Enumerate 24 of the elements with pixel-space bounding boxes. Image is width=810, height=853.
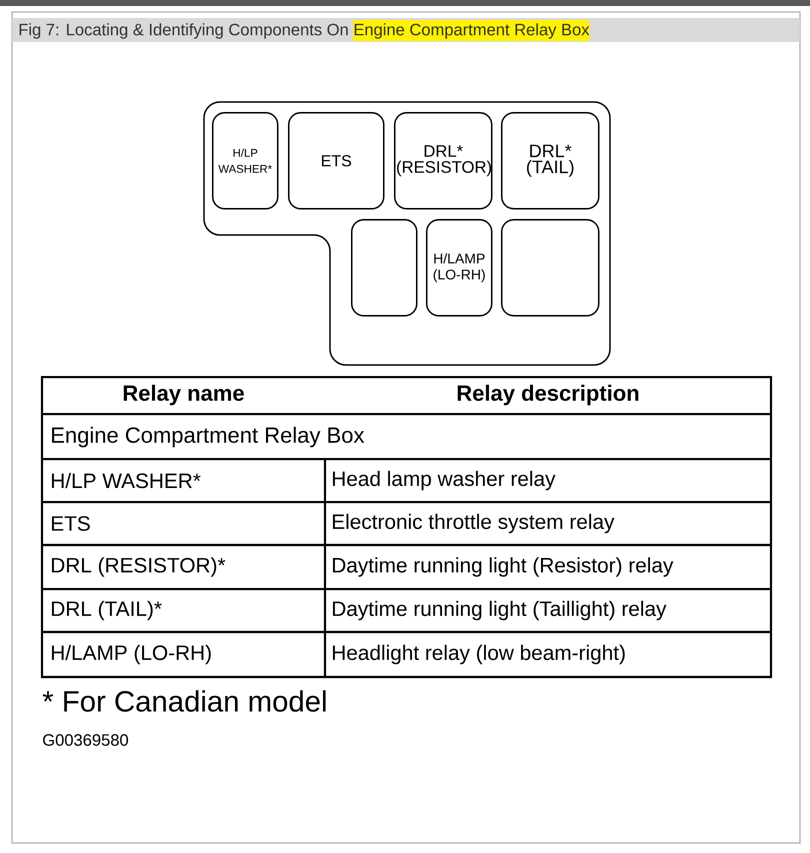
- footnote: * For Canadian model: [42, 690, 326, 712]
- table-cell: H/LP WASHER*: [52, 472, 201, 488]
- table-cell: Daytime running light (Resistor) relay: [332, 557, 674, 577]
- relay-box: ETS: [288, 112, 384, 210]
- section-heading: Engine Compartment Relay Box: [52, 426, 364, 448]
- title: Fig 7: Locating & Identifying Components On Engine Compartment Relay Box: [12, 18, 800, 42]
- table-cell: Daytime running light (Taillight) relay: [332, 600, 666, 620]
- empty-relay-slot: [501, 219, 600, 316]
- table-cell: Headlight relay (low beam-right): [332, 644, 625, 664]
- relay-box: H/LP WASHER*: [212, 112, 278, 210]
- table-cell: DRL (TAIL)*: [52, 600, 162, 620]
- relay-box: H/LAMP (LO-RH): [426, 219, 492, 316]
- relay-box-outline: [203, 101, 611, 366]
- table-cell: Head lamp washer relay: [332, 470, 556, 490]
- relay-box: DRL* (RESISTOR): [394, 112, 492, 210]
- table-header: Relay name: [124, 384, 244, 406]
- relay-box: DRL* (TAIL): [501, 112, 600, 210]
- table-cell: Electronic throttle system relay: [332, 514, 614, 534]
- table-cell: DRL (RESISTOR)*: [52, 557, 226, 577]
- figure-code: G00369580: [43, 734, 128, 746]
- table-cell: H/LAMP (LO-RH): [52, 644, 211, 664]
- table-header: Relay description: [458, 384, 638, 406]
- empty-relay-slot: [351, 219, 418, 316]
- table-cell: ETS: [52, 516, 90, 531]
